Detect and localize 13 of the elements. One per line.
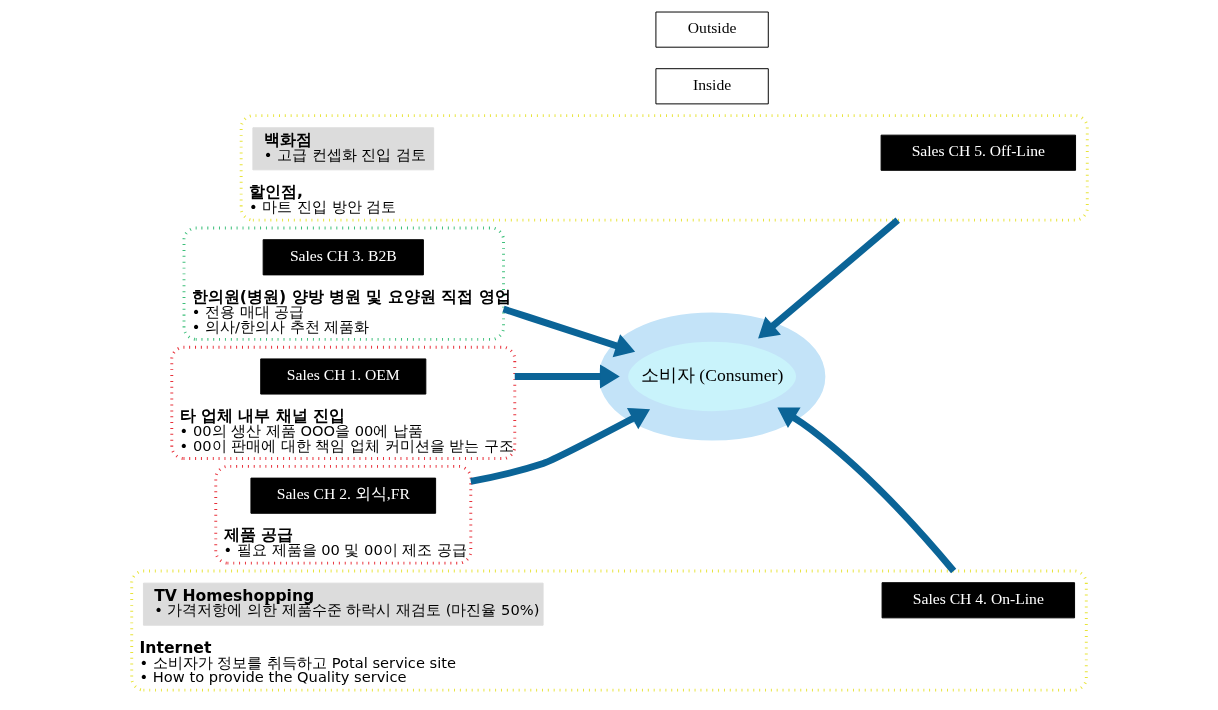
arrow	[757, 217, 900, 339]
node-box: Sales CH 4. On-Line	[881, 582, 1075, 619]
node-box: Inside	[654, 68, 769, 105]
arrow	[501, 305, 635, 358]
node-box: Outside	[654, 11, 769, 48]
node-box: TV Homeshopping • 가격저항에 의한 제품수준 하락시 재검토 (마진율 50%)	[142, 582, 544, 626]
arrow	[776, 407, 956, 574]
node-box: 백화점 • 고급 컨셉화 진입 검토	[251, 127, 434, 171]
node-box: Sales CH 1. OEM	[259, 358, 426, 395]
arrow	[469, 407, 650, 485]
node-box: Sales CH 5. Off-Line	[880, 134, 1076, 171]
node-box: Sales CH 3. B2B	[262, 239, 424, 276]
node-box: Sales CH 2. 외식,FR	[249, 477, 436, 514]
